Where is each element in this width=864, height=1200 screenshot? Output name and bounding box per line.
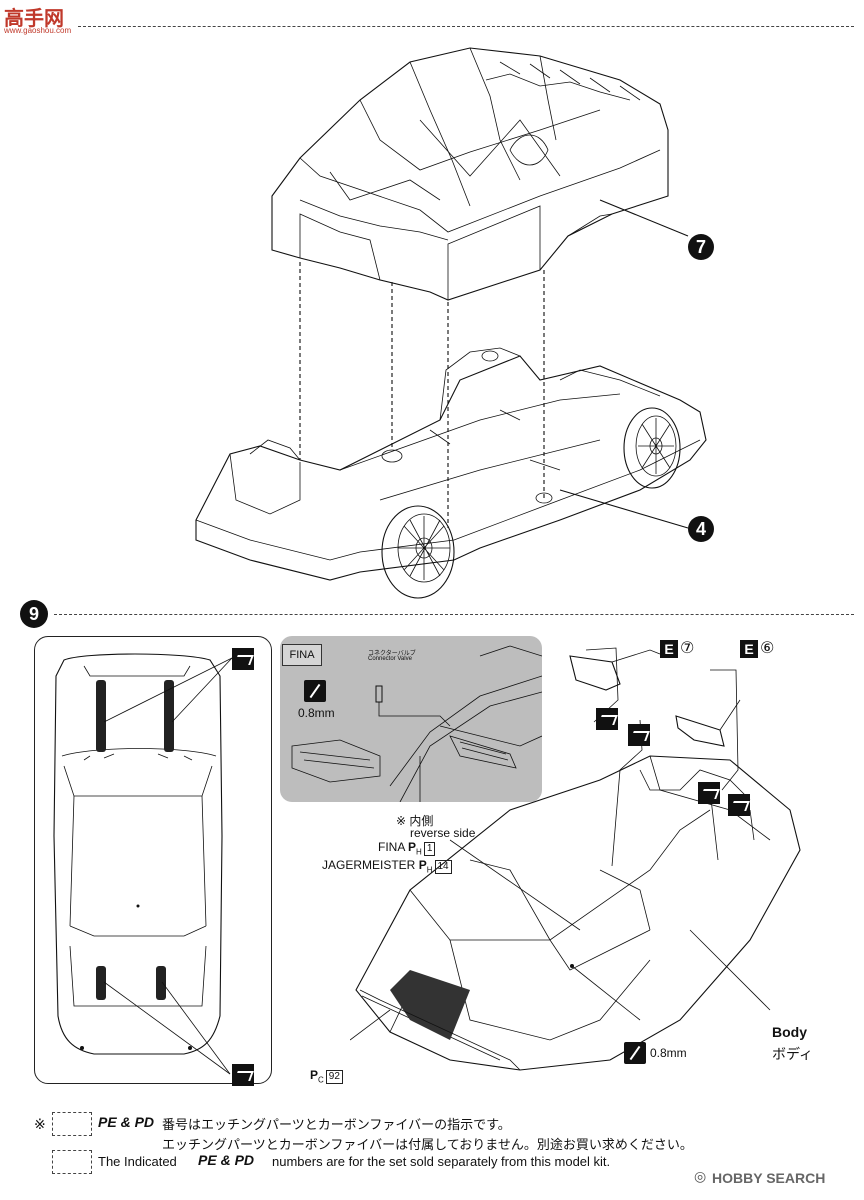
drill-icon-bottom [624,1042,646,1064]
carbon-icon-3 [698,782,720,804]
carbon-icon-4 [728,794,750,816]
hobby-search-watermark: HOBBY SEARCH [712,1170,826,1186]
part-ref-4: 4 [688,516,714,542]
decal-fina-num: 1 [423,842,436,856]
watermark-logo: 高手网 [4,8,64,30]
pc-sub: C [318,1075,324,1085]
part-E-number-7: ⑦ [680,640,695,657]
part-E-badge-6: E [740,640,758,658]
fina-detail-panel [280,636,542,802]
drill-icon-top [304,680,326,702]
watermark-url: www.gaoshou.com [4,26,72,35]
top-divider [78,26,854,27]
fina-tag: FINA [282,644,322,666]
carbon-part-icon-bottom [232,1064,254,1086]
part-E-number-6: ⑥ [760,640,775,657]
footer-box-1 [52,1112,92,1136]
pc-prefix: P [310,1068,319,1082]
step-9-badge: 9 [20,600,48,628]
footer-line-2: エッチングパーツとカーボンファイバーは付属しておりません。別途お買い求めください… [162,1137,693,1152]
body-label-en: Body [772,1024,807,1040]
pc-num: 92 [325,1070,343,1084]
footer-box-2 [52,1150,92,1174]
decal-jager-sub: H [426,865,433,875]
reverse-side-label: reverse side [410,826,476,840]
carbon-icon-1 [596,708,618,730]
drill-size-top: 0.8mm [298,706,335,720]
footer-asterisk: ※ [34,1116,46,1132]
footer-line-1: 番号はエッチングパーツとカーボンファイバーの指示です。 [162,1117,511,1132]
decal-jager-num: 14 [434,860,452,874]
footer-codes-1: PE & PD [98,1114,155,1130]
hobby-search-icon: ◎ [694,1168,707,1184]
decal-fina-name: FINA [378,840,405,854]
drill-size-bottom: 0.8mm [650,1046,687,1060]
footer-codes-2: PE & PD [198,1152,255,1168]
footer-line-3-pre: The Indicated [98,1154,177,1169]
part-ref-7: 7 [688,234,714,260]
decal-jager-name: JAGERMEISTER [322,858,416,872]
fina-detail-drawing [291,645,542,802]
connector-valve-jp: コネクターバルブ [368,651,416,657]
body-label-jp: ボディ [772,1046,814,1062]
car-top-view [53,653,233,1075]
reverse-side-mark: ※ 内側 [396,814,434,828]
top-view-panel [34,636,272,1084]
connector-valve-en: Connector Valve [368,656,412,662]
carbon-part-icon-top [232,648,254,670]
decal-fina-sub: H [416,847,422,857]
step-9-divider [54,614,854,615]
decal-fina-prefix: P [408,840,417,854]
part-E-badge-7: E [660,640,678,658]
roll-cage-illustration [195,47,707,599]
footer-line-3-post: numbers are for the set sold separately … [272,1154,611,1169]
decal-jager-prefix: P [418,858,427,872]
carbon-icon-2 [628,724,650,746]
body-interior-drawing [350,647,801,1071]
